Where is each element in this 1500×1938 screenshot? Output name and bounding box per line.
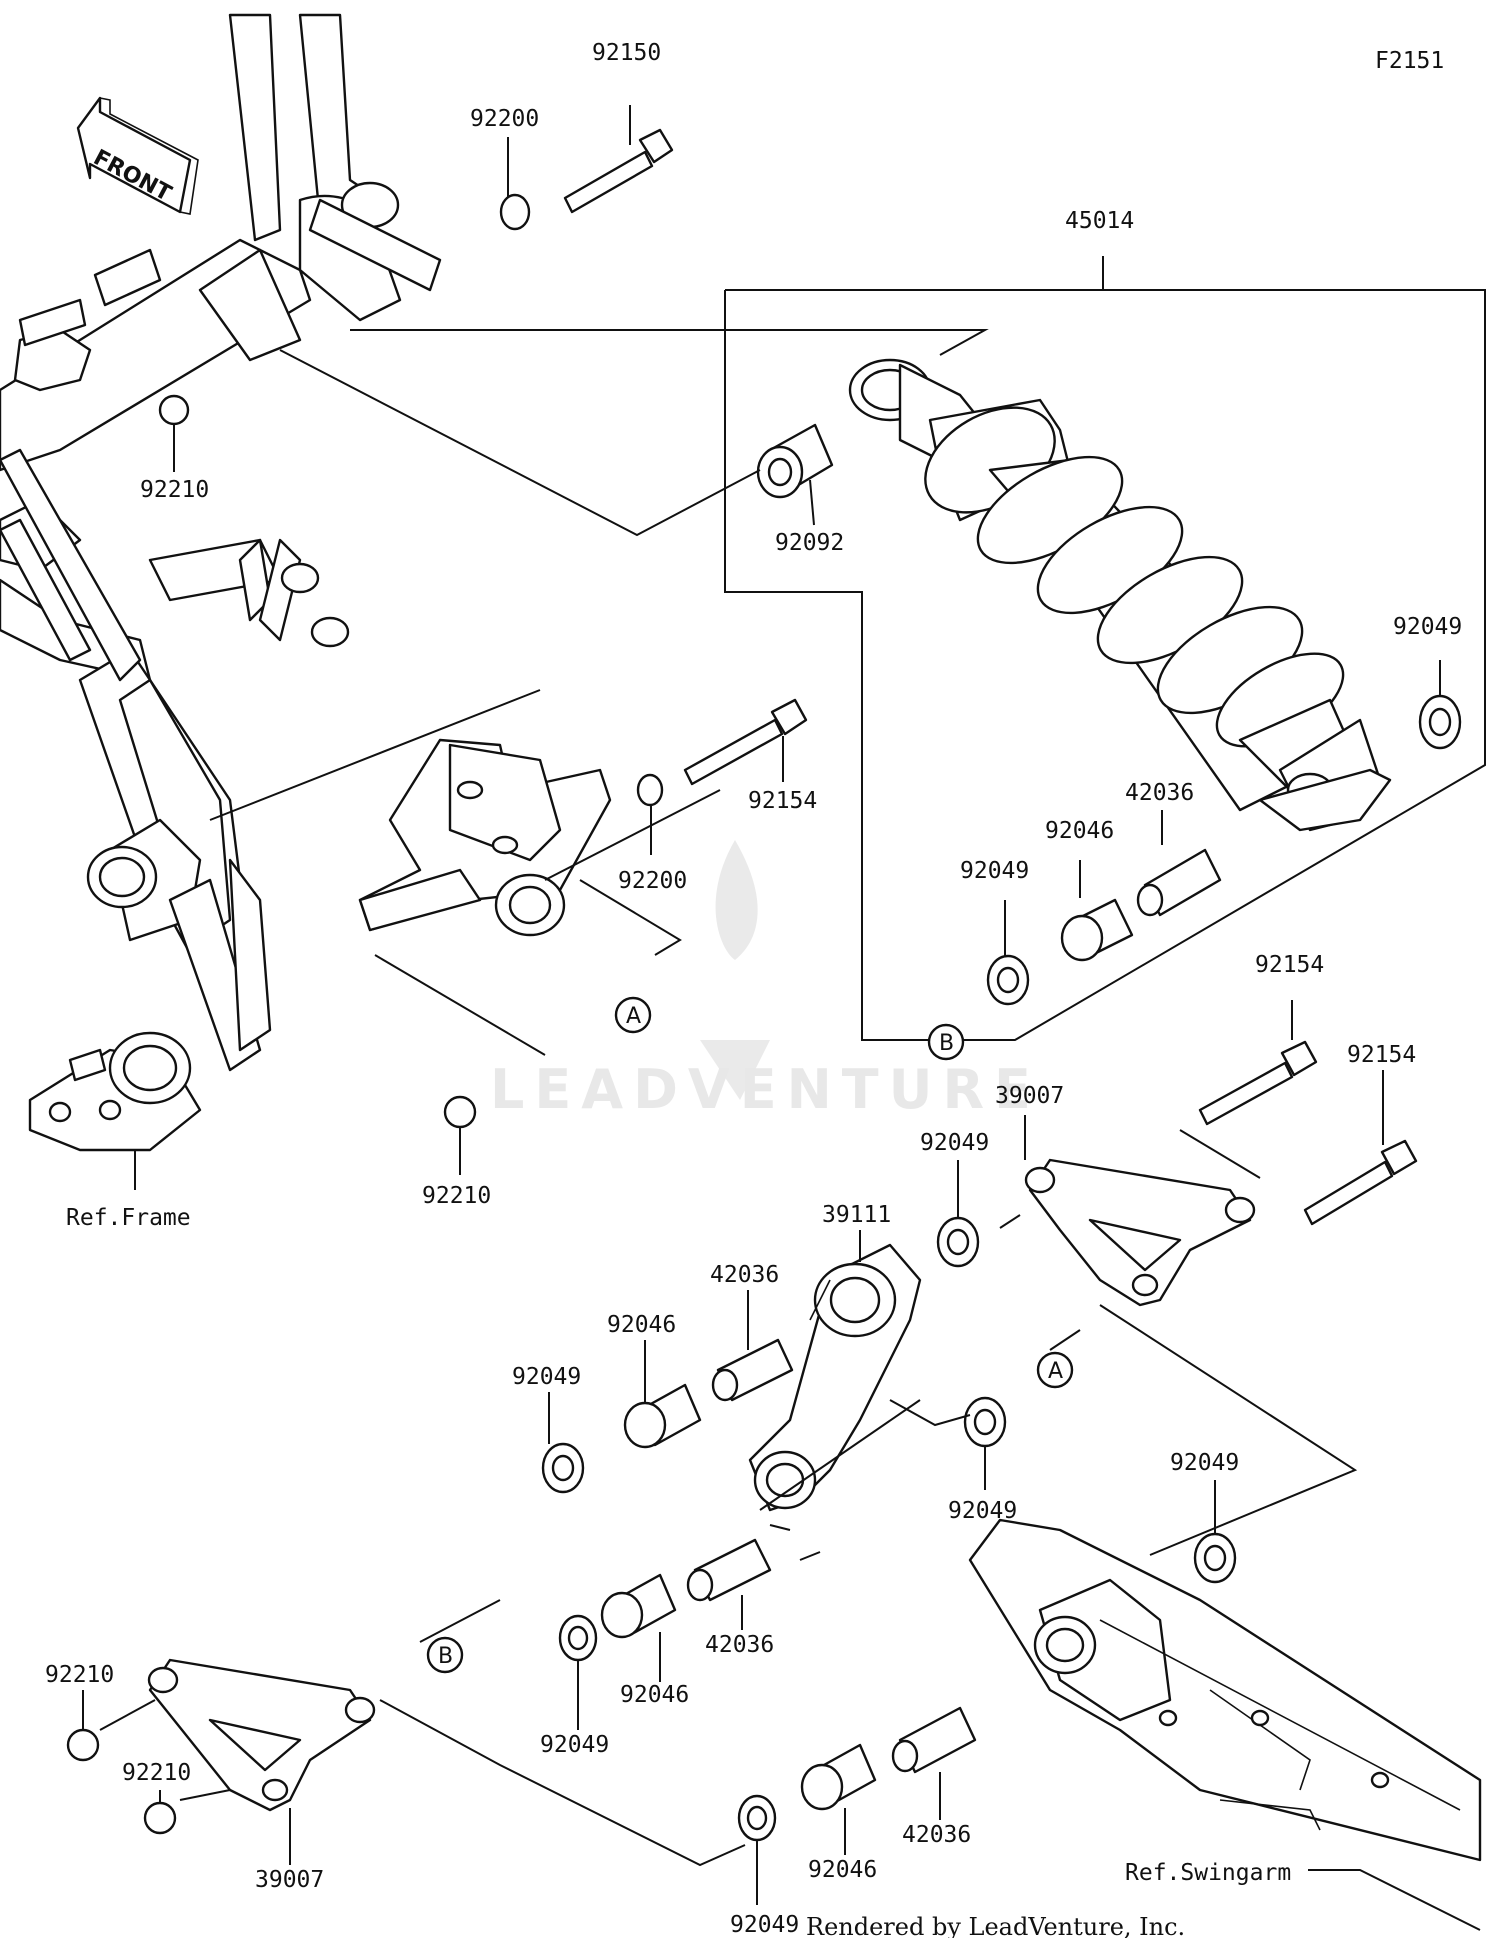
seal-92049-lower-mid-inner — [567, 1625, 589, 1651]
bolt-92154-upper — [1198, 1040, 1318, 1126]
seal-92049-lower-inner — [746, 1805, 768, 1831]
callout-92154-mid: 92154 — [748, 788, 817, 814]
callout-42036-lower: 42036 — [902, 1822, 971, 1848]
leader-lines — [82, 105, 1486, 1931]
callout-92049-shock-left: 92049 — [960, 858, 1029, 884]
nut-92210-lower-left — [66, 1728, 100, 1762]
footer-credit: Rendered by LeadVenture, Inc. — [806, 1913, 1185, 1938]
callout-92049-rocker-right: 92049 — [948, 1498, 1017, 1524]
svg-text:B: B — [939, 1031, 954, 1056]
callout-92092: 92092 — [775, 530, 844, 556]
shock-absorber — [848, 358, 1392, 832]
callout-92049-mid-left: 92049 — [512, 1364, 581, 1390]
marker-a-upper: A — [614, 996, 652, 1034]
nut-92210-top — [158, 394, 190, 426]
callout-92200-mid: 92200 — [618, 868, 687, 894]
seal-92049-shock-right-inner — [1428, 707, 1452, 737]
callout-42036-mid: 42036 — [710, 1262, 779, 1288]
bearing-92046-lower-mid-end — [600, 1591, 644, 1639]
sleeve-42036-mid-end — [711, 1368, 739, 1402]
watermark-logo: LEADVENTURE — [490, 840, 1041, 1121]
watermark-text: LEADVENTURE — [490, 1058, 1041, 1121]
callout-92049-upper-link: 92049 — [920, 1130, 989, 1156]
frame-drawing — [0, 13, 442, 1152]
svg-text:A: A — [1048, 1359, 1063, 1384]
callout-92049-lower-mid: 92049 — [540, 1732, 609, 1758]
seal-92049-mid-left-inner — [551, 1454, 575, 1482]
bolt-92150 — [563, 128, 674, 214]
seal-92049-rocker-right-inner — [973, 1408, 997, 1436]
nut-92210-mid — [443, 1095, 477, 1129]
callout-42036-shock: 42036 — [1125, 780, 1194, 806]
callout-42036-lower-mid: 42036 — [705, 1632, 774, 1658]
mount-bracket-a — [358, 738, 612, 937]
callout-92150: 92150 — [592, 40, 661, 66]
callout-92046-shock: 92046 — [1045, 818, 1114, 844]
rocker-arm-39111 — [748, 1243, 922, 1512]
tie-rod-39007-lower — [147, 1658, 376, 1812]
bushing-92092 — [756, 423, 834, 499]
marker-a-lower: A — [1036, 1351, 1074, 1389]
callout-92210-lower-left: 92210 — [45, 1662, 114, 1688]
swingarm-drawing — [968, 1518, 1482, 1862]
callout-39007-upper: 39007 — [995, 1083, 1064, 1109]
tie-rod-39007-upper — [1024, 1158, 1256, 1307]
callout-92200-top: 92200 — [470, 106, 539, 132]
callout-92046-lower: 92046 — [808, 1857, 877, 1883]
svg-text:A: A — [626, 1004, 641, 1029]
washer-92200-top — [499, 193, 531, 231]
callout-92154-right: 92154 — [1347, 1042, 1416, 1068]
washer-92200-mid — [636, 773, 664, 807]
sleeve-42036-lower-end — [891, 1739, 919, 1773]
sleeve-42036-lower-mid-end — [686, 1568, 714, 1602]
callout-39111: 39111 — [822, 1202, 891, 1228]
marker-b-lower: B — [426, 1636, 464, 1674]
seal-92049-shock-left-inner — [996, 966, 1020, 994]
callout-92210-mid: 92210 — [422, 1183, 491, 1209]
front-arrow-icon: FRONT — [76, 96, 199, 215]
callout-92210-lower: 92210 — [122, 1760, 191, 1786]
callout-92210-top: 92210 — [140, 477, 209, 503]
bearing-92046-lower-end — [800, 1763, 844, 1811]
seal-92049-swingarm-inner — [1203, 1544, 1227, 1572]
diagram-code: F2151 — [1375, 48, 1444, 74]
callout-92049-swingarm: 92049 — [1170, 1450, 1239, 1476]
callout-labels: 92150 92200 45014 92210 92092 92049 9215… — [45, 40, 1462, 1938]
callout-92154-upper: 92154 — [1255, 952, 1324, 978]
ref-swingarm-label: Ref.Swingarm — [1125, 1860, 1291, 1886]
callout-45014: 45014 — [1065, 208, 1134, 234]
callout-92049-lower: 92049 — [730, 1912, 799, 1938]
callout-92046-mid: 92046 — [607, 1312, 676, 1338]
sleeve-42036-shock-end — [1136, 883, 1164, 917]
bearing-92046-shock-end — [1060, 914, 1104, 962]
callout-39007-lower: 39007 — [255, 1867, 324, 1893]
seal-92049-upper-link-inner — [946, 1228, 970, 1256]
marker-b-upper: B — [927, 1023, 965, 1061]
bolt-92154-right — [1303, 1139, 1418, 1226]
callout-92049-shock-right: 92049 — [1393, 614, 1462, 640]
svg-text:B: B — [438, 1644, 453, 1669]
bolt-92154-mid — [683, 698, 808, 786]
bearing-92046-mid-end — [623, 1401, 667, 1449]
callout-92046-lower-mid: 92046 — [620, 1682, 689, 1708]
ref-frame-label: Ref.Frame — [66, 1205, 191, 1231]
nut-92210-lower — [143, 1801, 177, 1835]
